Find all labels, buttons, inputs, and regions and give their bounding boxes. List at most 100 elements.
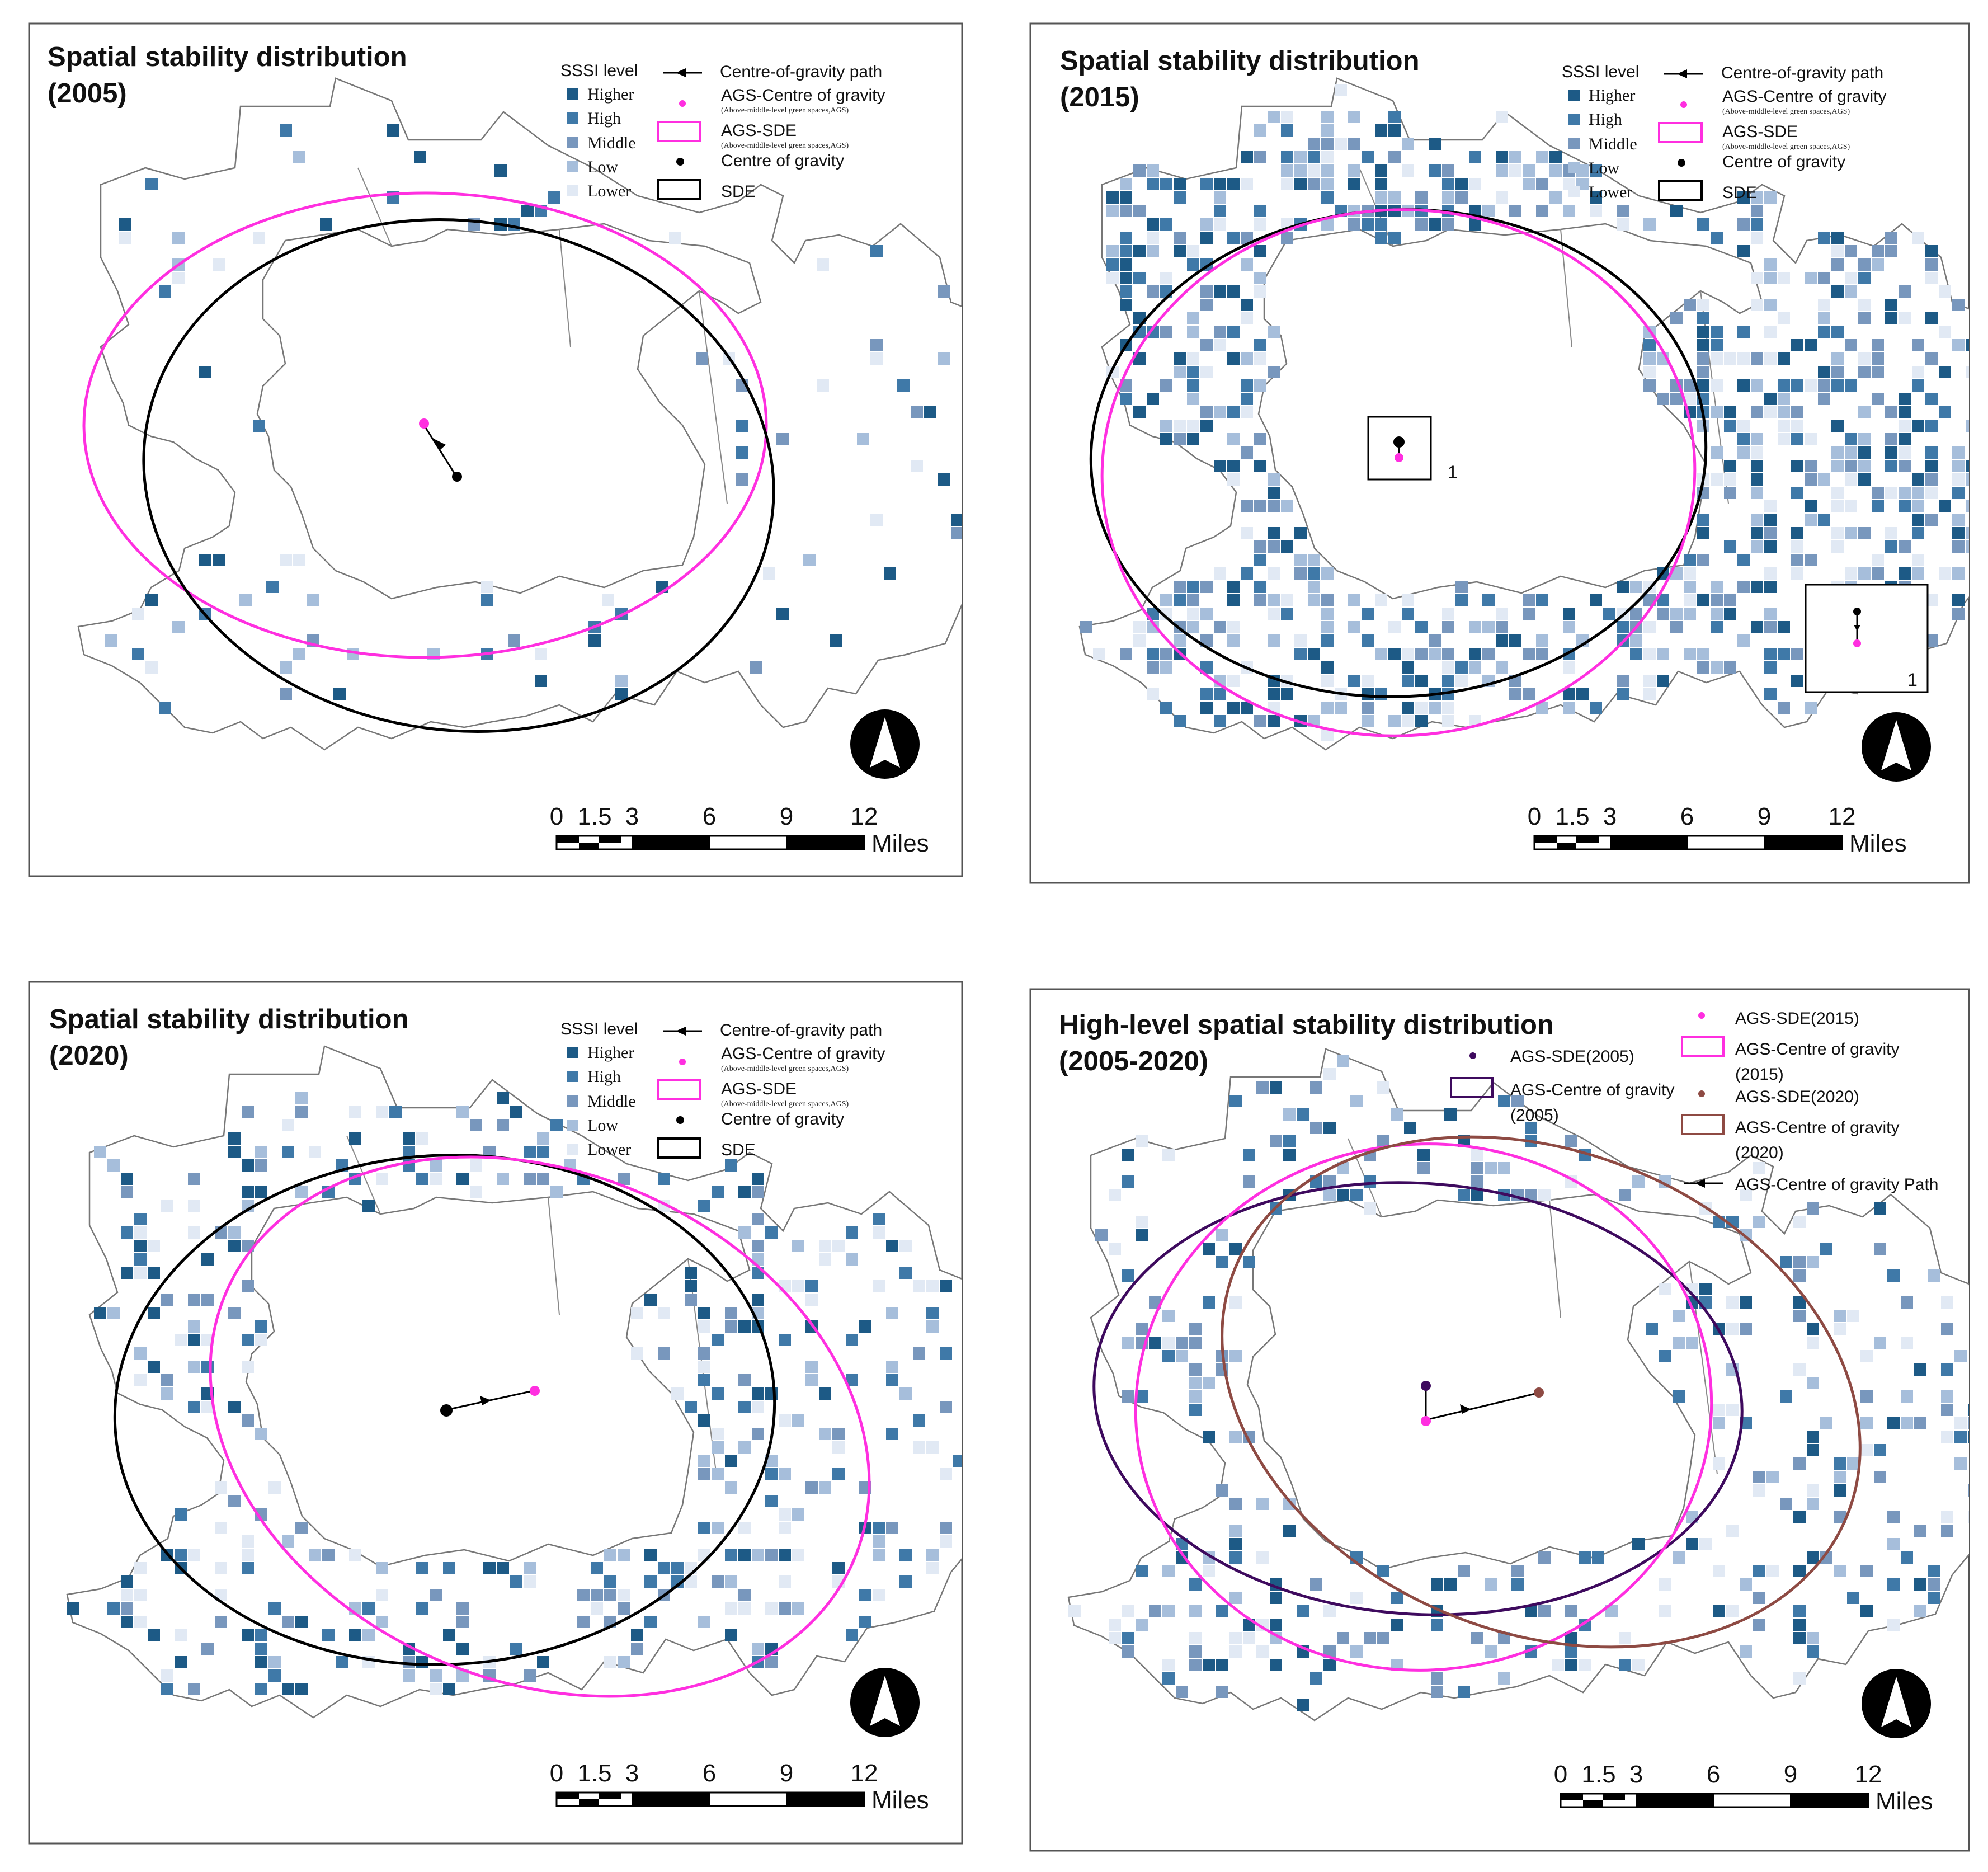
sssi-cell — [1939, 366, 1951, 378]
sssi-cell — [1147, 232, 1159, 244]
sssi-cell — [1241, 178, 1253, 190]
sssi-cell — [1925, 312, 1938, 324]
sssi-cell — [1509, 634, 1521, 647]
sssi-cell — [1914, 1417, 1926, 1429]
sssi-cell — [1684, 648, 1696, 660]
sssi-cell — [967, 1334, 979, 1346]
sssi-cell — [779, 1549, 791, 1561]
sssi-cell — [199, 366, 211, 378]
sssi-cell — [1268, 608, 1280, 620]
sssi-cell — [1120, 178, 1132, 190]
legend-label: AGS-Centre of gravity — [1735, 1118, 1899, 1137]
sssi-cell — [1847, 1592, 1859, 1604]
sssi-cell — [242, 1535, 254, 1548]
sssi-cell — [1241, 379, 1253, 392]
sssi-cell — [1321, 178, 1334, 190]
sssi-cell — [1659, 1578, 1671, 1591]
sssi-cell — [1751, 446, 1763, 459]
sssi-cell — [1444, 1108, 1457, 1121]
sssi-cell — [752, 1240, 764, 1252]
sssi-cell — [1133, 245, 1146, 257]
legend-swatch-high — [1568, 114, 1580, 125]
sssi-cell — [926, 1562, 939, 1574]
sssi-cell — [1686, 1538, 1698, 1550]
sssi-cell — [1203, 1659, 1215, 1671]
legend-swatch-middle — [1568, 138, 1580, 149]
sssi-cell — [846, 1226, 858, 1239]
sssi-cell — [1455, 675, 1468, 687]
sssi-cell — [1753, 1216, 1765, 1228]
sssi-cell — [1565, 1135, 1577, 1147]
sssi-cell — [712, 1468, 724, 1480]
sssi-cell — [1740, 1578, 1752, 1591]
sssi-cell — [1643, 339, 1656, 351]
sssi-cell — [1321, 621, 1334, 633]
sssi-cell — [1805, 514, 1817, 526]
sssi-cell — [268, 1481, 281, 1494]
sssi-cell — [980, 1468, 992, 1480]
study-area-map — [77, 77, 1030, 751]
scale-tick: 0 — [1554, 1761, 1567, 1788]
sssi-cell — [1711, 352, 1723, 365]
sssi-cell — [1268, 567, 1280, 580]
sssi-cell — [1007, 1455, 1019, 1467]
sssi-cell — [1018, 379, 1030, 392]
sssi-cell — [953, 1455, 962, 1467]
sssi-cell — [1147, 245, 1159, 257]
sssi-cell — [725, 1320, 737, 1333]
sssi-cell — [1939, 326, 1951, 338]
sssi-cell — [618, 1173, 630, 1185]
sssi-cell — [550, 1119, 563, 1131]
sssi-cell — [1590, 594, 1602, 606]
legend-label: SDE — [721, 1141, 756, 1159]
sssi-cell — [658, 1173, 670, 1185]
scale-unit: Miles — [1849, 830, 1907, 857]
sssi-cell — [430, 1159, 442, 1172]
sssi-cell — [1912, 554, 1924, 566]
sssi-cell — [1281, 151, 1293, 163]
sssi-cell — [940, 1468, 952, 1480]
legend-label: Centre-of-gravity path — [720, 1021, 882, 1040]
sssi-cell — [1429, 218, 1441, 231]
sssi-cell — [1189, 1337, 1202, 1349]
sssi-cell — [1214, 285, 1226, 298]
sssi-cell — [1294, 178, 1307, 190]
sssi-cell — [712, 1441, 724, 1454]
sssi-cell — [1872, 366, 1884, 378]
sssi-cell — [696, 352, 708, 365]
sssi-cell — [1254, 460, 1266, 472]
sssi-cell — [1753, 1162, 1765, 1174]
legend-label: AGS-Centre of gravity — [721, 86, 885, 105]
sssi-cell — [134, 1562, 147, 1574]
sssi-cell — [1737, 379, 1750, 392]
sssi-cell — [1268, 487, 1280, 499]
sssi-cell — [1860, 1565, 1873, 1577]
sssi-cell — [725, 1455, 737, 1467]
sssi-cell — [497, 1562, 509, 1574]
sssi-cell — [1203, 1377, 1215, 1389]
sssi-cell — [1281, 164, 1293, 177]
sssi-cell — [1925, 420, 1938, 432]
sssi-cell — [1778, 312, 1790, 324]
centre-of-gravity-path — [1425, 1392, 1538, 1421]
sssi-cell — [1818, 366, 1830, 378]
sssi-cell — [1643, 366, 1656, 378]
sssi-cell — [1751, 191, 1763, 204]
sssi-cell — [1417, 1162, 1430, 1174]
sssi-cell — [1254, 540, 1266, 553]
sssi-cell — [1525, 1605, 1537, 1617]
sssi-cell — [1697, 527, 1709, 539]
legend-label: Centre of gravity — [1722, 153, 1845, 171]
sssi-cell — [148, 1629, 160, 1641]
sssi-cell — [1310, 1122, 1322, 1134]
sssi-cell — [1203, 1243, 1215, 1255]
sssi-cell — [1120, 299, 1132, 311]
sssi-cell — [1697, 339, 1709, 351]
sssi-cell — [1241, 151, 1253, 163]
sssi-cell — [134, 1226, 147, 1239]
sssi-cell — [403, 1669, 415, 1682]
sssi-cell — [1227, 232, 1240, 244]
sssi-cell — [899, 1575, 912, 1588]
sssi-cell — [175, 1549, 187, 1561]
ags-sde-2020-symbol — [1681, 1114, 1725, 1135]
